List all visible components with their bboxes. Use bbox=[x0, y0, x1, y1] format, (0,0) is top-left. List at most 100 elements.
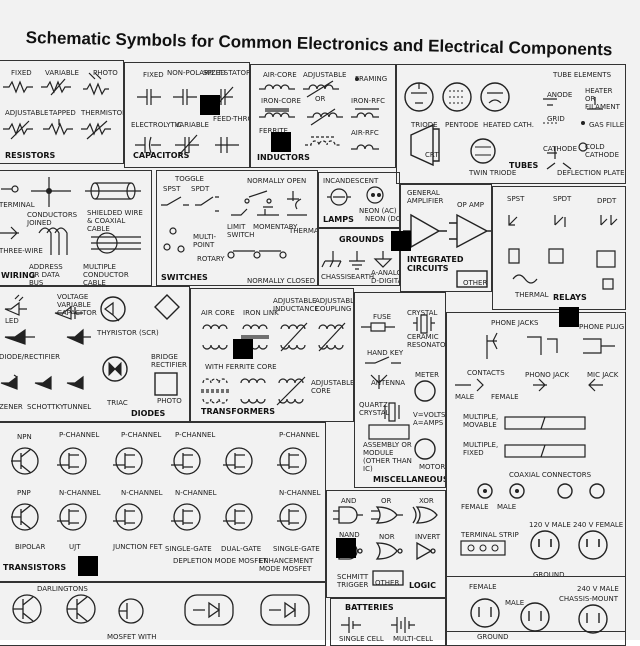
wiring-symbols bbox=[0, 177, 141, 255]
darlington-symbols bbox=[12, 594, 310, 626]
label-coax-female: FEMALE bbox=[461, 503, 489, 511]
label-single-gate-1: SINGLE-GATE bbox=[165, 545, 212, 553]
label-split-stator: SPLIT-STATOR bbox=[203, 69, 250, 77]
label-relay-dpdt: DPDT bbox=[597, 197, 617, 205]
tube-symbols bbox=[404, 82, 603, 170]
redaction-block-1 bbox=[200, 95, 220, 115]
section-capacitors: FIXED NON-POLARIZED SPLIT-STATOR ELECTRO… bbox=[124, 62, 250, 168]
label-logic-other: OTHER bbox=[375, 579, 400, 587]
label-dual-gate: DUAL-GATE bbox=[221, 545, 262, 553]
lamp-symbols bbox=[327, 186, 384, 206]
label-plug-ground: GROUND bbox=[477, 633, 509, 641]
section-transistors: NPN P-CHANNEL P-CHANNEL P-CHANNEL P-CHAN… bbox=[0, 422, 326, 582]
section-title-transformers: TRANSFORMERS bbox=[201, 407, 276, 416]
label-ferrite: FERRITE bbox=[259, 127, 288, 135]
label-led: LED bbox=[5, 317, 19, 325]
label-or: OR bbox=[315, 95, 326, 103]
label-npn: NPN bbox=[17, 433, 32, 441]
redaction-block-6 bbox=[336, 538, 356, 558]
label-adjustable: ADJUSTABLE bbox=[5, 109, 49, 117]
label-male-1: MALE bbox=[455, 393, 475, 401]
label-thyristor: THYRISTOR (SCR) bbox=[97, 329, 159, 337]
label-earth: EARTH bbox=[351, 273, 375, 281]
poster-title: Schematic Symbols for Common Electronics… bbox=[25, 28, 613, 60]
label-three-wire: THREE-WIRE bbox=[0, 247, 43, 255]
relay-symbols bbox=[508, 215, 618, 290]
label-darlingtons: DARLINGTONS bbox=[37, 585, 88, 593]
section-title-capacitors: CAPACITORS bbox=[133, 151, 190, 160]
label-hand-key: HAND KEY bbox=[367, 349, 404, 357]
label-ujt: UJT bbox=[69, 543, 81, 551]
connector-symbols bbox=[455, 332, 615, 560]
label-variable: VARIABLE bbox=[45, 69, 79, 77]
label-fuse: FUSE bbox=[373, 313, 392, 321]
label-invert: INVERT bbox=[415, 533, 441, 541]
label-incandescent: INCANDESCENT bbox=[323, 177, 379, 185]
label-zener: ZENER bbox=[0, 403, 23, 411]
label-pnp: PNP bbox=[17, 489, 31, 497]
label-iron-link: IRON LINK bbox=[243, 309, 279, 317]
label-phono-jack: PHONO JACK bbox=[525, 371, 570, 379]
label-and: AND bbox=[341, 497, 357, 505]
section-integrated-circuits: GENERAL AMPLIFIER OP AMP OTHER INTEGRATE… bbox=[400, 184, 492, 292]
label-coaxial-connectors: COAXIAL CONNECTORS bbox=[509, 471, 592, 479]
section-lamps: INCANDESCENT NEON (AC) NEON (DC) LAMPS bbox=[318, 172, 400, 228]
label-bridge-rectifier: BRIDGE RECTIFIER bbox=[151, 353, 187, 369]
label-digital: D-DIGITAL bbox=[371, 277, 399, 285]
label-framing: FRAMING bbox=[355, 75, 388, 83]
redaction-block-2 bbox=[271, 132, 291, 152]
label-iron-core: IRON-CORE bbox=[261, 97, 301, 105]
section-switches: TOGGLE SPST SPDT NORMALLY OPEN MULTI-POI… bbox=[156, 170, 318, 286]
label-air-rfc: AIR-RFC bbox=[351, 129, 379, 137]
label-gas-filled: GAS FILLED bbox=[589, 121, 626, 129]
label-rotary: ROTARY bbox=[197, 255, 225, 263]
section-title-miscellaneous: MISCELLANEOUS bbox=[373, 475, 446, 484]
redaction-block-5 bbox=[233, 339, 253, 359]
label-adjustable-core: ADJUSTABLE CORE bbox=[311, 379, 354, 395]
label-ic-other: OTHER bbox=[463, 279, 488, 287]
label-diode-photo: PHOTO bbox=[157, 397, 182, 405]
label-multi-point: MULTI-POINT bbox=[193, 233, 216, 249]
label-chassis-mount: CHASSIS-MOUNT bbox=[559, 595, 619, 603]
section-title-integrated-circuits: INTEGRATED CIRCUITS bbox=[407, 255, 464, 273]
label-op-amp: OP AMP bbox=[457, 201, 485, 209]
label-p-channel-2: P-CHANNEL bbox=[121, 431, 162, 439]
label-momentary: MOMENTARY bbox=[253, 223, 298, 231]
section-resistors: FIXED VARIABLE PHOTO ADJUSTABLE TAPPED T… bbox=[0, 60, 124, 164]
label-plug-female: FEMALE bbox=[469, 583, 497, 591]
label-single-gate-2: SINGLE-GATE bbox=[273, 545, 320, 553]
label-cap-fixed: FIXED bbox=[143, 71, 164, 79]
label-neon-dc: NEON (DC) bbox=[365, 215, 400, 223]
capacitor-symbols bbox=[135, 86, 239, 156]
label-p-channel-1: P-CHANNEL bbox=[59, 431, 100, 439]
resistor-symbols bbox=[3, 72, 111, 140]
redaction-block-7 bbox=[78, 556, 98, 576]
label-heater: HEATER OR FILAMENT bbox=[585, 87, 620, 111]
label-assembly-module: ASSEMBLY OR MODULE (OTHER THAN IC) bbox=[363, 441, 412, 473]
label-twin-triode: TWIN TRIODE bbox=[469, 169, 517, 177]
label-bipolar: BIPOLAR bbox=[15, 543, 46, 551]
label-deflection-plates: DEFLECTION PLATES bbox=[557, 169, 626, 177]
logic-gate-symbols bbox=[333, 506, 438, 586]
label-coax-male: MALE bbox=[497, 503, 517, 511]
label-n-channel-3: N-CHANNEL bbox=[175, 489, 217, 497]
section-transistors-extra: DARLINGTONS MOSFET WITH bbox=[0, 582, 326, 646]
label-junction-fet: JUNCTION FET bbox=[113, 543, 163, 551]
label-normally-open: NORMALLY OPEN bbox=[247, 177, 307, 185]
label-toggle: TOGGLE bbox=[175, 175, 204, 183]
label-chassis: CHASSIS bbox=[321, 273, 352, 281]
section-title-grounds: GROUNDS bbox=[339, 235, 385, 244]
section-title-switches: SWITCHES bbox=[161, 273, 208, 282]
label-or-gate: OR bbox=[381, 497, 392, 505]
label-schottky: SCHOTTKY bbox=[27, 403, 65, 411]
label-motor: MOTOR bbox=[419, 463, 446, 471]
label-cold-cathode: COLD CATHODE bbox=[585, 143, 619, 159]
label-p-channel-4: P-CHANNEL bbox=[279, 431, 320, 439]
label-ferrite-core: WITH FERRITE CORE bbox=[205, 363, 277, 371]
section-miscellaneous: FUSE CRYSTAL CERAMIC RESONATOR HAND KEY … bbox=[354, 292, 446, 488]
label-multi-cell: MULTI-CELL bbox=[393, 635, 434, 643]
section-wiring: TERMINAL CONDUCTORS JOINED SHIELDED WIRE… bbox=[0, 170, 152, 286]
label-schmitt: SCHMITT TRIGGER bbox=[337, 573, 369, 589]
